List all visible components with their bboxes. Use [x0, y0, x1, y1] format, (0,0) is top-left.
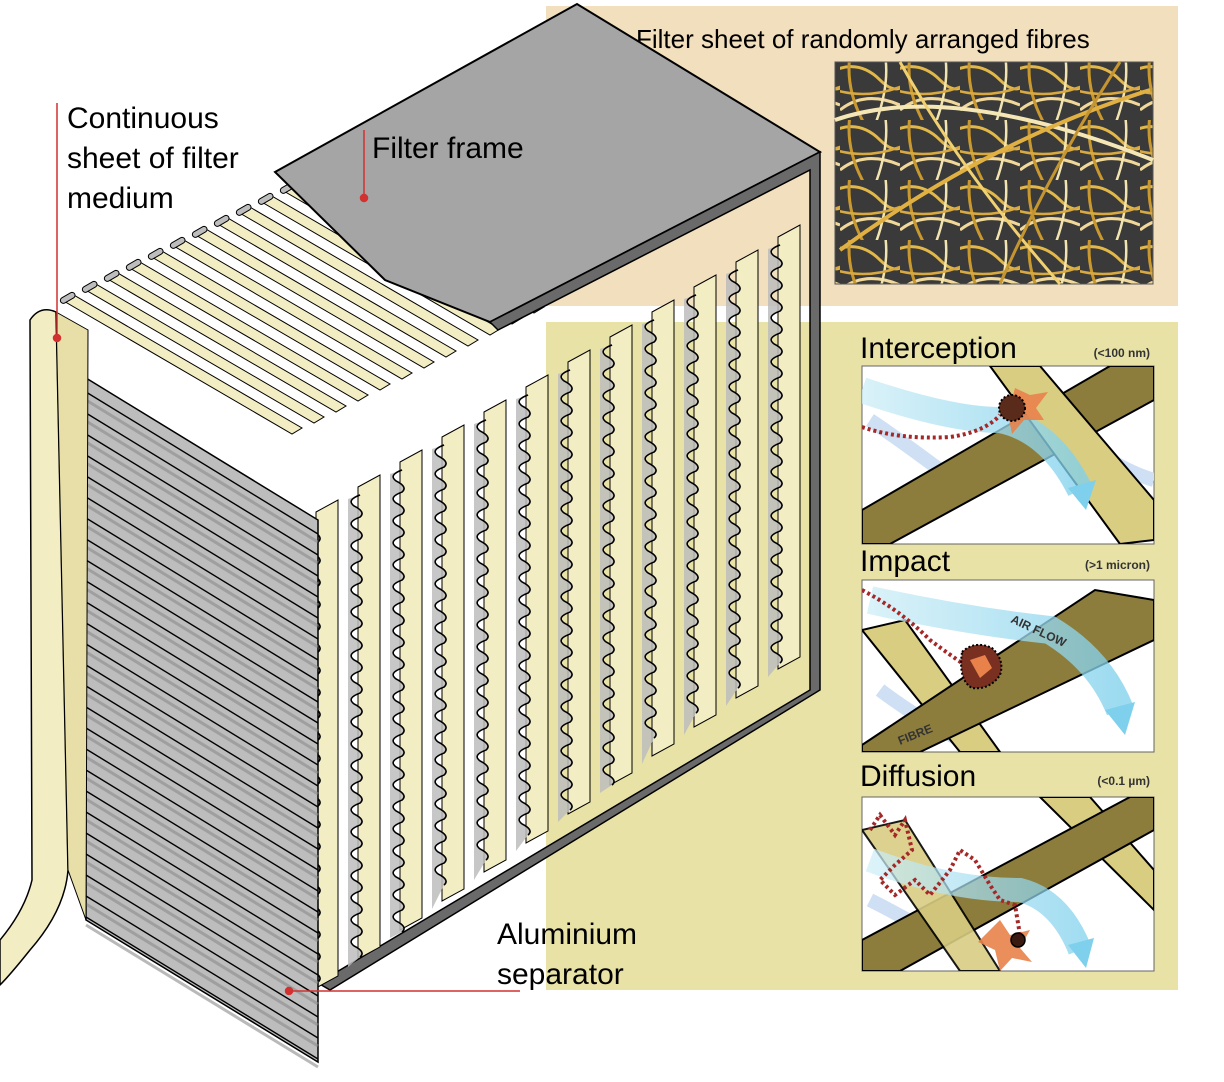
fibres-title: Filter sheet of randomly arranged fibres [636, 24, 1090, 54]
filter-medium-sheet [0, 309, 89, 987]
svg-text:separator: separator [497, 958, 624, 991]
filter-module [0, 2, 823, 1069]
filter-frame-label: Filter frame [372, 132, 524, 165]
impact-panel: Impact (>1 micron) AIR FLOW FIBRE [860, 545, 1155, 753]
continuous-sheet-label: Continuous sheet of filter medium [67, 102, 239, 215]
aluminium-separator-sheet [85, 376, 319, 1069]
interception-size: (<100 nm) [1094, 346, 1150, 360]
interception-title: Interception [860, 332, 1017, 365]
svg-text:sheet of filter: sheet of filter [67, 142, 239, 175]
svg-text:Aluminium: Aluminium [497, 918, 637, 951]
impact-size: (>1 micron) [1085, 558, 1150, 572]
diffusion-size: (<0.1 µm) [1097, 774, 1150, 788]
svg-text:Continuous: Continuous [67, 102, 219, 135]
fibre-texture [834, 61, 1154, 285]
diffusion-panel: Diffusion (<0.1 µm) [860, 760, 1155, 972]
pleat-face [306, 224, 801, 996]
impact-title: Impact [860, 545, 951, 578]
interception-panel: Interception (<100 nm) [860, 332, 1155, 545]
diffusion-title: Diffusion [860, 760, 976, 793]
svg-text:medium: medium [67, 182, 174, 215]
leader-lines [52, 103, 520, 996]
aluminium-separator-label: Aluminium separator [497, 918, 637, 991]
